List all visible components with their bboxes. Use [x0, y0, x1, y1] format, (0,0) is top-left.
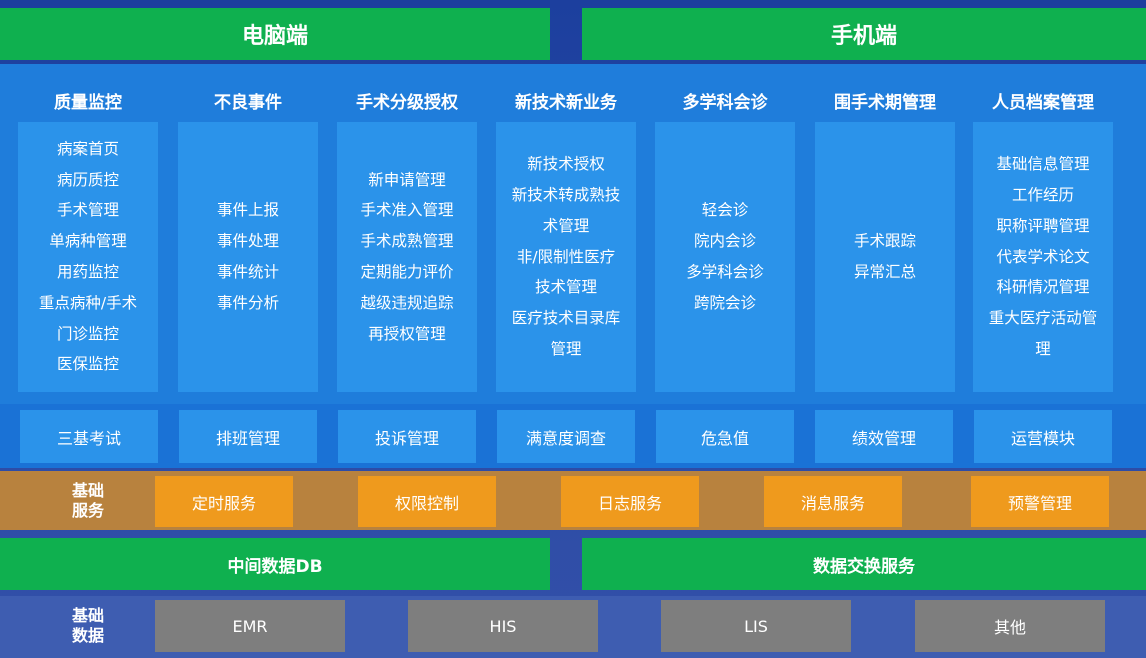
service-button[interactable]: 日志服务 — [561, 476, 699, 527]
service-button[interactable]: 权限控制 — [358, 476, 496, 527]
module-button[interactable]: 运营模块 — [974, 410, 1112, 463]
list-item[interactable]: 事件处理 — [216, 232, 279, 251]
base-services-label-line2: 服务 — [71, 501, 104, 520]
base-services-label-line1: 基础 — [71, 481, 104, 500]
list-item[interactable]: 医保监控 — [56, 355, 119, 374]
list-item[interactable]: 再授权管理 — [368, 324, 446, 343]
column-box-personnel: 基础信息管理 工作经历 职称评聘管理 代表学术论文 科研情况管理 重大医疗活动管… — [973, 122, 1113, 392]
list-item[interactable]: 重大医疗活动管 — [988, 309, 1098, 328]
service-button[interactable]: 预警管理 — [971, 476, 1109, 527]
module-button[interactable]: 投诉管理 — [338, 410, 476, 463]
pc-header: 电脑端 — [0, 8, 550, 60]
list-item[interactable]: 手术准入管理 — [360, 201, 454, 220]
module-button[interactable]: 排班管理 — [179, 410, 317, 463]
column-title-surgery-grading: 手术分级授权 — [356, 93, 458, 113]
list-item[interactable]: 手术管理 — [56, 201, 119, 220]
column-box-quality: 病案首页 病历质控 手术管理 单病种管理 用药监控 重点病种/手术 门诊监控 医… — [18, 122, 158, 392]
list-item[interactable]: 医疗技术目录库 — [511, 309, 621, 328]
column-title-quality: 质量监控 — [54, 93, 122, 113]
column-title-perioperative: 围手术期管理 — [834, 93, 936, 113]
list-item[interactable]: 手术成熟管理 — [360, 232, 454, 251]
list-item[interactable]: 代表学术论文 — [996, 247, 1090, 266]
data-source-button[interactable]: HIS — [408, 600, 598, 652]
data-source-button[interactable]: 其他 — [915, 600, 1105, 652]
list-item[interactable]: 工作经历 — [1011, 186, 1074, 204]
column-box-surgery-grading: 新申请管理 手术准入管理 手术成熟管理 定期能力评价 越级违规追踪 再授权管理 — [337, 122, 477, 392]
list-item[interactable]: 技术管理 — [534, 278, 597, 297]
base-data-label-line2: 数据 — [71, 626, 104, 645]
data-exchange-label: 数据交换服务 — [813, 556, 915, 577]
column-title-adverse-events: 不良事件 — [214, 93, 282, 113]
column-box-perioperative: 手术跟踪 异常汇总 — [815, 122, 955, 392]
list-item[interactable]: 病历质控 — [56, 170, 119, 189]
list-item[interactable]: 用药监控 — [56, 263, 119, 281]
column-title-mdt: 多学科会诊 — [682, 93, 768, 113]
list-item[interactable]: 异常汇总 — [853, 263, 916, 281]
module-button[interactable]: 满意度调查 — [497, 410, 635, 463]
column-title-personnel: 人员档案管理 — [992, 93, 1094, 113]
pc-header-label: 电脑端 — [241, 24, 308, 49]
middle-db-bar: 中间数据DB — [0, 538, 550, 590]
list-item[interactable]: 新技术授权 — [527, 155, 605, 174]
list-item[interactable]: 院内会诊 — [693, 232, 756, 251]
list-item[interactable]: 基础信息管理 — [996, 155, 1090, 174]
list-item[interactable]: 轻会诊 — [701, 201, 749, 220]
list-item[interactable]: 科研情况管理 — [996, 278, 1090, 297]
list-item[interactable]: 事件分析 — [216, 293, 279, 312]
column-box-new-tech: 新技术授权 新技术转成熟技 术管理 非/限制性医疗 技术管理 医疗技术目录库 管… — [496, 122, 636, 392]
module-button[interactable]: 绩效管理 — [815, 410, 953, 463]
list-item[interactable]: 术管理 — [542, 216, 590, 235]
data-exchange-bar: 数据交换服务 — [582, 538, 1146, 590]
data-source-button[interactable]: LIS — [661, 600, 851, 652]
list-item[interactable]: 手术跟踪 — [853, 232, 916, 251]
list-item[interactable]: 新申请管理 — [368, 170, 446, 189]
column-title-new-tech: 新技术新业务 — [515, 93, 617, 113]
list-item[interactable]: 定期能力评价 — [360, 263, 454, 281]
base-data-label-line1: 基础 — [71, 606, 104, 625]
list-item[interactable]: 越级违规追踪 — [360, 293, 454, 312]
service-button[interactable]: 消息服务 — [764, 476, 902, 527]
list-item[interactable]: 事件上报 — [216, 201, 279, 220]
list-item[interactable]: 重点病种/手术 — [38, 293, 138, 312]
base-services-label: 基础 服务 — [18, 481, 158, 521]
list-item[interactable]: 病案首页 — [56, 139, 119, 158]
list-item[interactable]: 管理 — [550, 339, 582, 358]
mobile-header: 手机端 — [582, 8, 1146, 60]
list-item[interactable]: 职称评聘管理 — [996, 216, 1090, 235]
list-item[interactable]: 非/限制性医疗 — [516, 247, 616, 266]
list-item[interactable]: 新技术转成熟技 — [511, 186, 621, 204]
base-data-label: 基础 数据 — [18, 606, 158, 646]
module-button[interactable]: 危急值 — [656, 410, 794, 463]
list-item[interactable]: 跨院会诊 — [693, 293, 756, 312]
list-item[interactable]: 理 — [1035, 339, 1051, 358]
middle-db-label: 中间数据DB — [227, 556, 323, 577]
service-button[interactable]: 定时服务 — [155, 476, 293, 527]
column-box-mdt: 轻会诊 院内会诊 多学科会诊 跨院会诊 — [655, 122, 795, 392]
column-box-adverse-events: 事件上报 事件处理 事件统计 事件分析 — [178, 122, 318, 392]
list-item[interactable]: 单病种管理 — [49, 232, 127, 251]
module-button[interactable]: 三基考试 — [20, 410, 158, 463]
list-item[interactable]: 门诊监控 — [56, 324, 119, 343]
mobile-header-label: 手机端 — [830, 24, 897, 49]
list-item[interactable]: 事件统计 — [216, 263, 279, 281]
list-item[interactable]: 多学科会诊 — [686, 263, 764, 281]
data-source-button[interactable]: EMR — [155, 600, 345, 652]
